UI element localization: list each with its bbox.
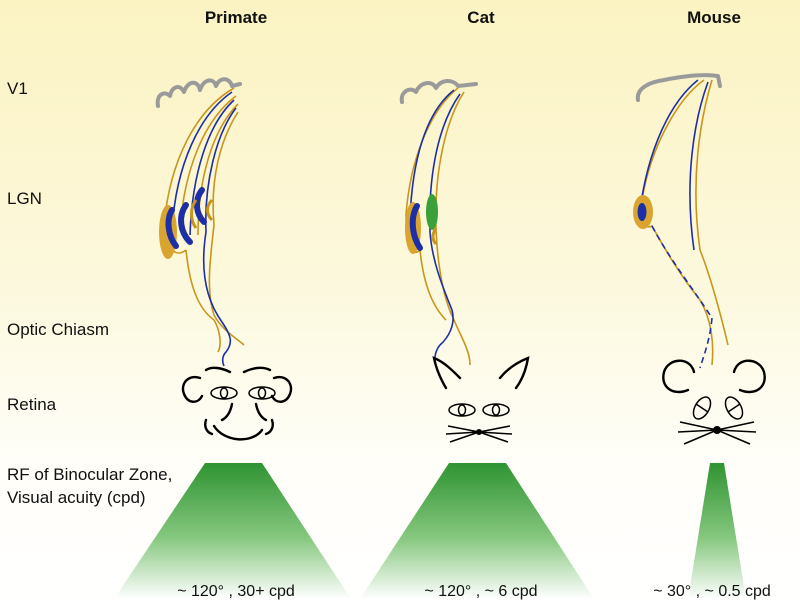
column-title-cat: Cat <box>467 8 495 27</box>
row-label-rf-line2: Visual acuity (cpd) <box>7 488 146 507</box>
cat-lgn-green <box>426 194 438 230</box>
row-label-lgn: LGN <box>7 189 42 208</box>
mouse-pathway <box>633 73 729 369</box>
column-title-primate: Primate <box>205 8 267 27</box>
row-label-v1: V1 <box>7 79 28 98</box>
column-title-mouse: Mouse <box>687 8 741 27</box>
cat-pathway <box>399 79 478 367</box>
row-label-retina: Retina <box>7 395 57 414</box>
mouse-binocular-field <box>688 463 746 599</box>
row-label-optic-chiasm: Optic Chiasm <box>7 320 109 339</box>
cat-face <box>432 356 530 443</box>
mouse-field-acuity-label: ~ 30° , ~ 0.5 cpd <box>653 583 771 600</box>
mouse-face <box>662 359 766 445</box>
primate-face <box>181 366 293 441</box>
cat-binocular-field <box>360 463 594 599</box>
mouse-cortex <box>635 73 722 102</box>
cat-cortex <box>399 79 478 104</box>
primate-field-acuity-label: ~ 120° , 30+ cpd <box>177 583 295 600</box>
primate-binocular-field <box>114 463 351 599</box>
row-label-rf-line1: RF of Binocular Zone, <box>7 465 172 484</box>
primate-pathway <box>155 77 245 367</box>
cat-field-acuity-label: ~ 120° , ~ 6 cpd <box>424 583 537 600</box>
primate-cortex <box>155 77 242 108</box>
